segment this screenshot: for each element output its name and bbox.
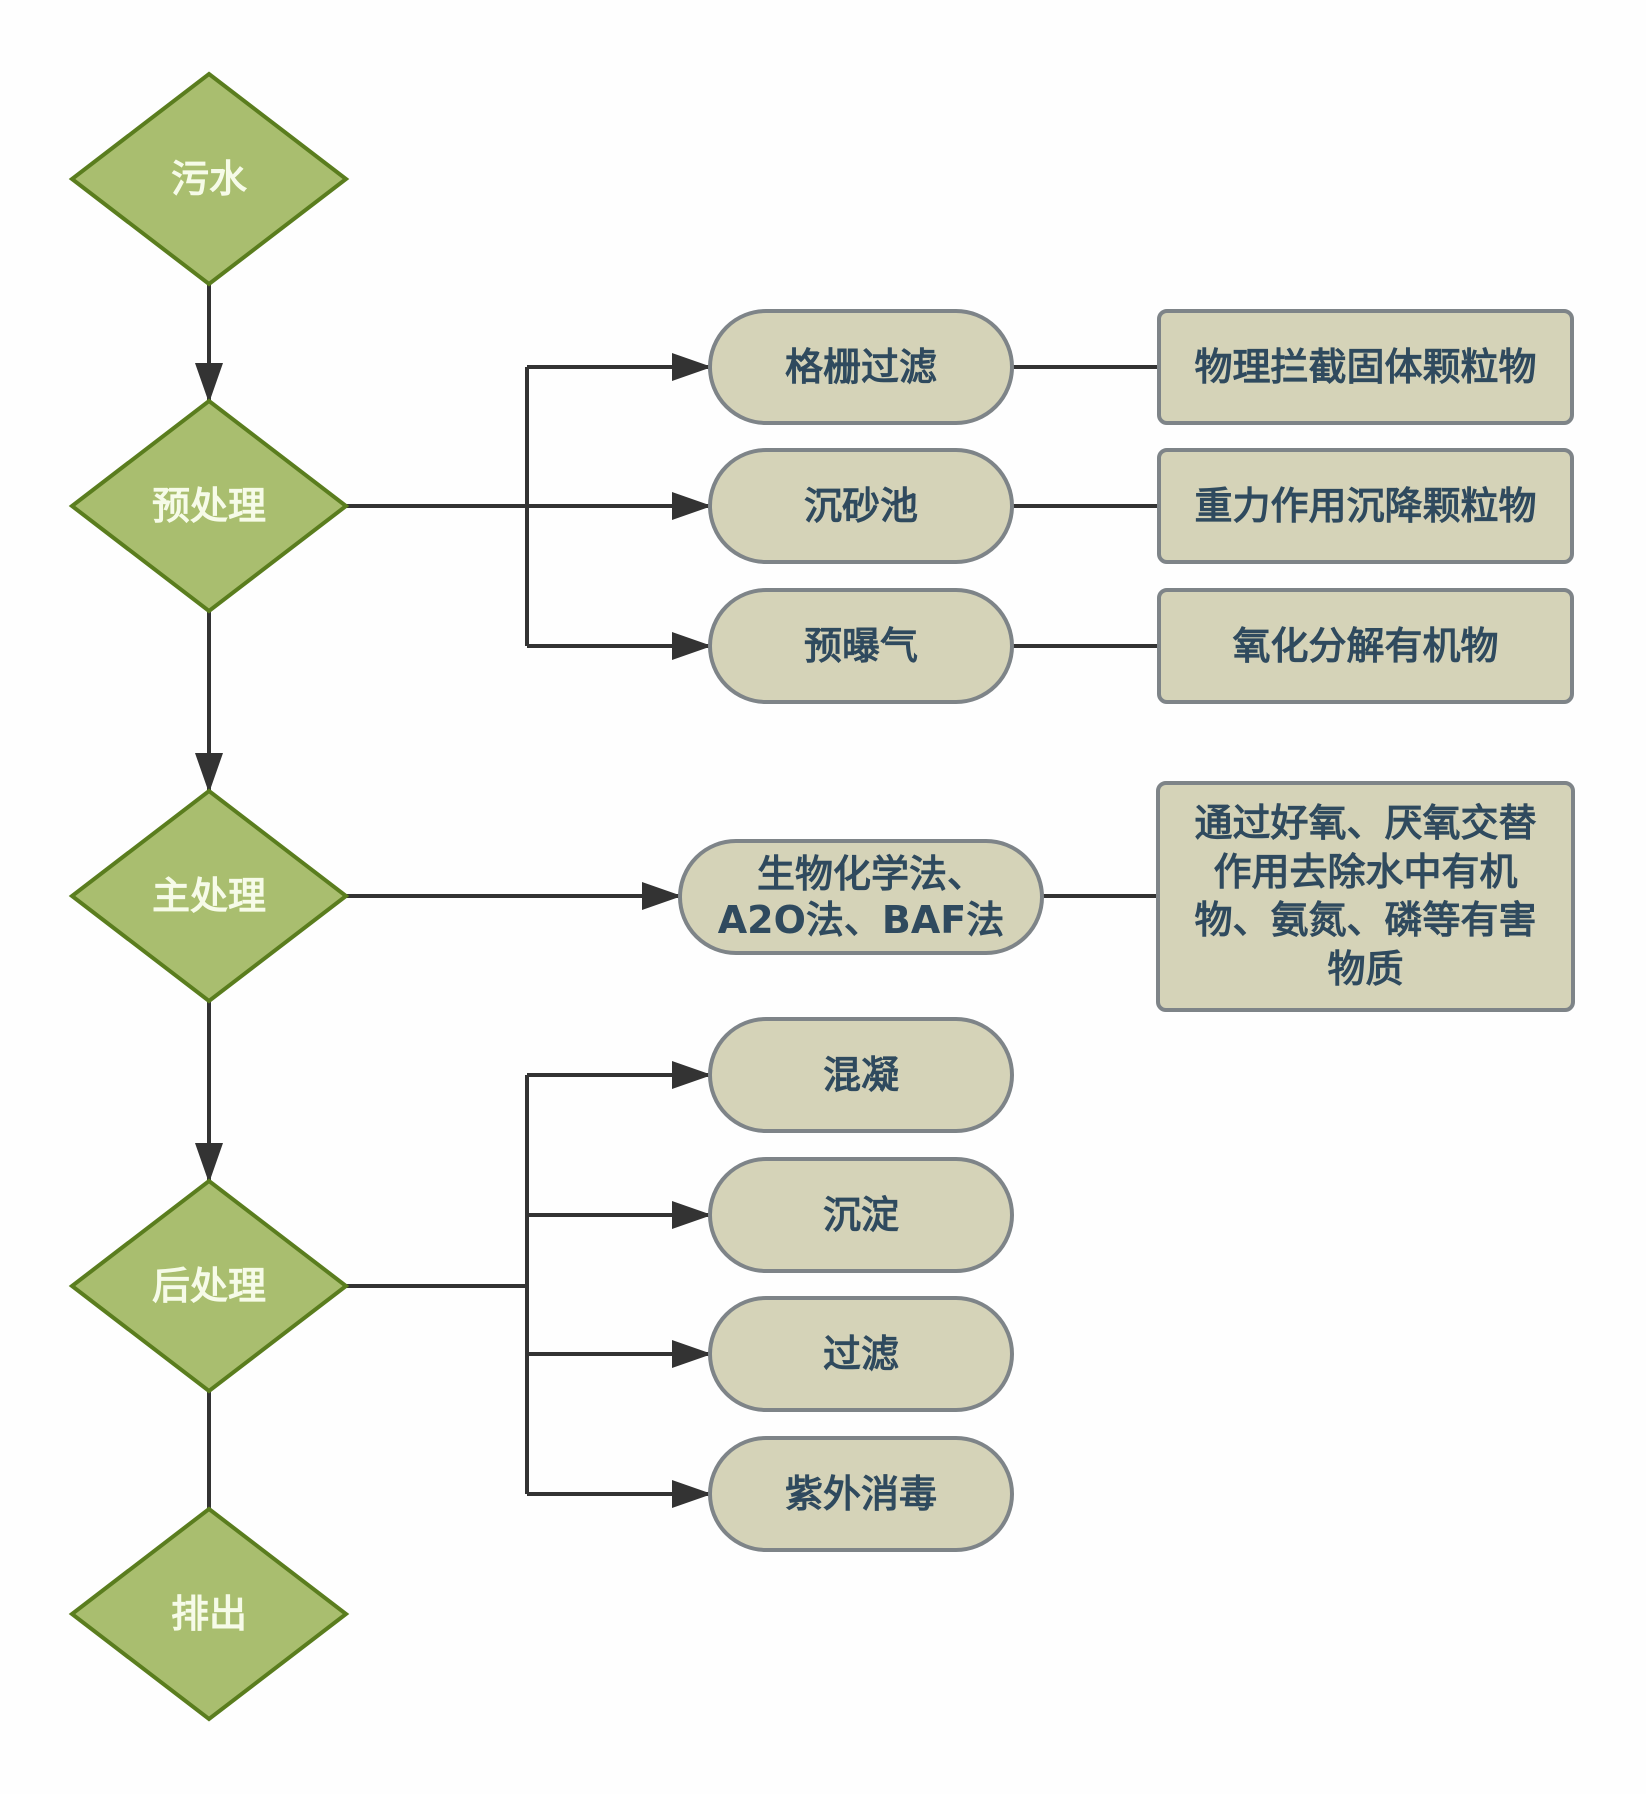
description-line: 物、氨氮、磷等有害 (1194, 898, 1536, 942)
diamond-shape (68, 1506, 350, 1722)
description-label: 物理拦截固体颗粒物 (1194, 345, 1536, 389)
post-step-node[interactable]: 混凝 (708, 1017, 1014, 1133)
description-label: 氧化分解有机物 (1232, 624, 1498, 668)
description-label: 重力作用沉降颗粒物 (1194, 484, 1536, 528)
stage-label: 排出 (171, 1592, 247, 1636)
step-label: 预曝气 (804, 624, 918, 668)
rounded-step-box (678, 839, 1044, 955)
pre-treatment-steps: 格栅过滤 物理拦截固体颗粒物 沉砂池 重力作用沉降颗粒物 预曝气 氧化分解有机物 (708, 309, 1574, 704)
stage-label: 污水 (171, 157, 248, 201)
rounded-step-box (708, 448, 1014, 564)
step-label: 紫外消毒 (785, 1472, 937, 1516)
description-line: 物质 (1327, 947, 1403, 991)
stage-pre-treatment[interactable]: 预处理 (68, 398, 350, 614)
description-box (1157, 309, 1574, 425)
stage-main-treatment[interactable]: 主处理 (68, 788, 350, 1004)
rounded-step-box (708, 309, 1014, 425)
pre-step-node[interactable]: 沉砂池 重力作用沉降颗粒物 (708, 448, 1574, 564)
description-box (1157, 588, 1574, 704)
stage-label: 后处理 (152, 1264, 266, 1308)
step-label-line: 生物化学法、 (757, 852, 985, 896)
diamond-shape (68, 398, 350, 614)
diamond-shape (68, 71, 350, 287)
stage-sewage[interactable]: 污水 (68, 71, 350, 287)
stage-nodes: 污水 预处理 主处理 后处理 排出 (68, 71, 350, 1722)
diamond-shape (68, 1178, 350, 1394)
stage-label: 预处理 (152, 484, 266, 528)
description-box (1157, 448, 1574, 564)
rounded-step-box (708, 1296, 1014, 1412)
stage-discharge[interactable]: 排出 (68, 1506, 350, 1722)
step-label: 混凝 (823, 1053, 899, 1097)
diamond-shape (68, 788, 350, 1004)
stage-post-treatment[interactable]: 后处理 (68, 1178, 350, 1394)
rounded-step-box (708, 1017, 1014, 1133)
post-step-node[interactable]: 紫外消毒 (708, 1436, 1014, 1552)
connectors (195, 284, 1159, 1509)
stage-label: 主处理 (152, 874, 266, 918)
pre-step-node[interactable]: 格栅过滤 物理拦截固体颗粒物 (708, 309, 1574, 425)
description-box (1156, 781, 1575, 1012)
main-treatment-node[interactable]: 生物化学法、 A2O法、BAF法 通过好氧、厌氧交替 作用去除水中有机 物、氨氮… (678, 781, 1575, 1012)
step-label: 沉淀 (823, 1193, 899, 1237)
step-label: 沉砂池 (804, 484, 918, 528)
step-label: 过滤 (823, 1332, 899, 1376)
rounded-step-box (708, 1157, 1014, 1273)
post-step-node[interactable]: 过滤 (708, 1296, 1014, 1412)
description-line: 通过好氧、厌氧交替 (1194, 801, 1536, 845)
post-treatment-steps: 混凝 沉淀 过滤 紫外消毒 (708, 1017, 1014, 1552)
description-line: 作用去除水中有机 (1213, 850, 1517, 894)
pre-step-node[interactable]: 预曝气 氧化分解有机物 (708, 588, 1574, 704)
step-label: 格栅过滤 (785, 345, 937, 389)
rounded-step-box (708, 1436, 1014, 1552)
post-step-node[interactable]: 沉淀 (708, 1157, 1014, 1273)
rounded-step-box (708, 588, 1014, 704)
step-label-line: A2O法、BAF法 (718, 898, 1005, 942)
